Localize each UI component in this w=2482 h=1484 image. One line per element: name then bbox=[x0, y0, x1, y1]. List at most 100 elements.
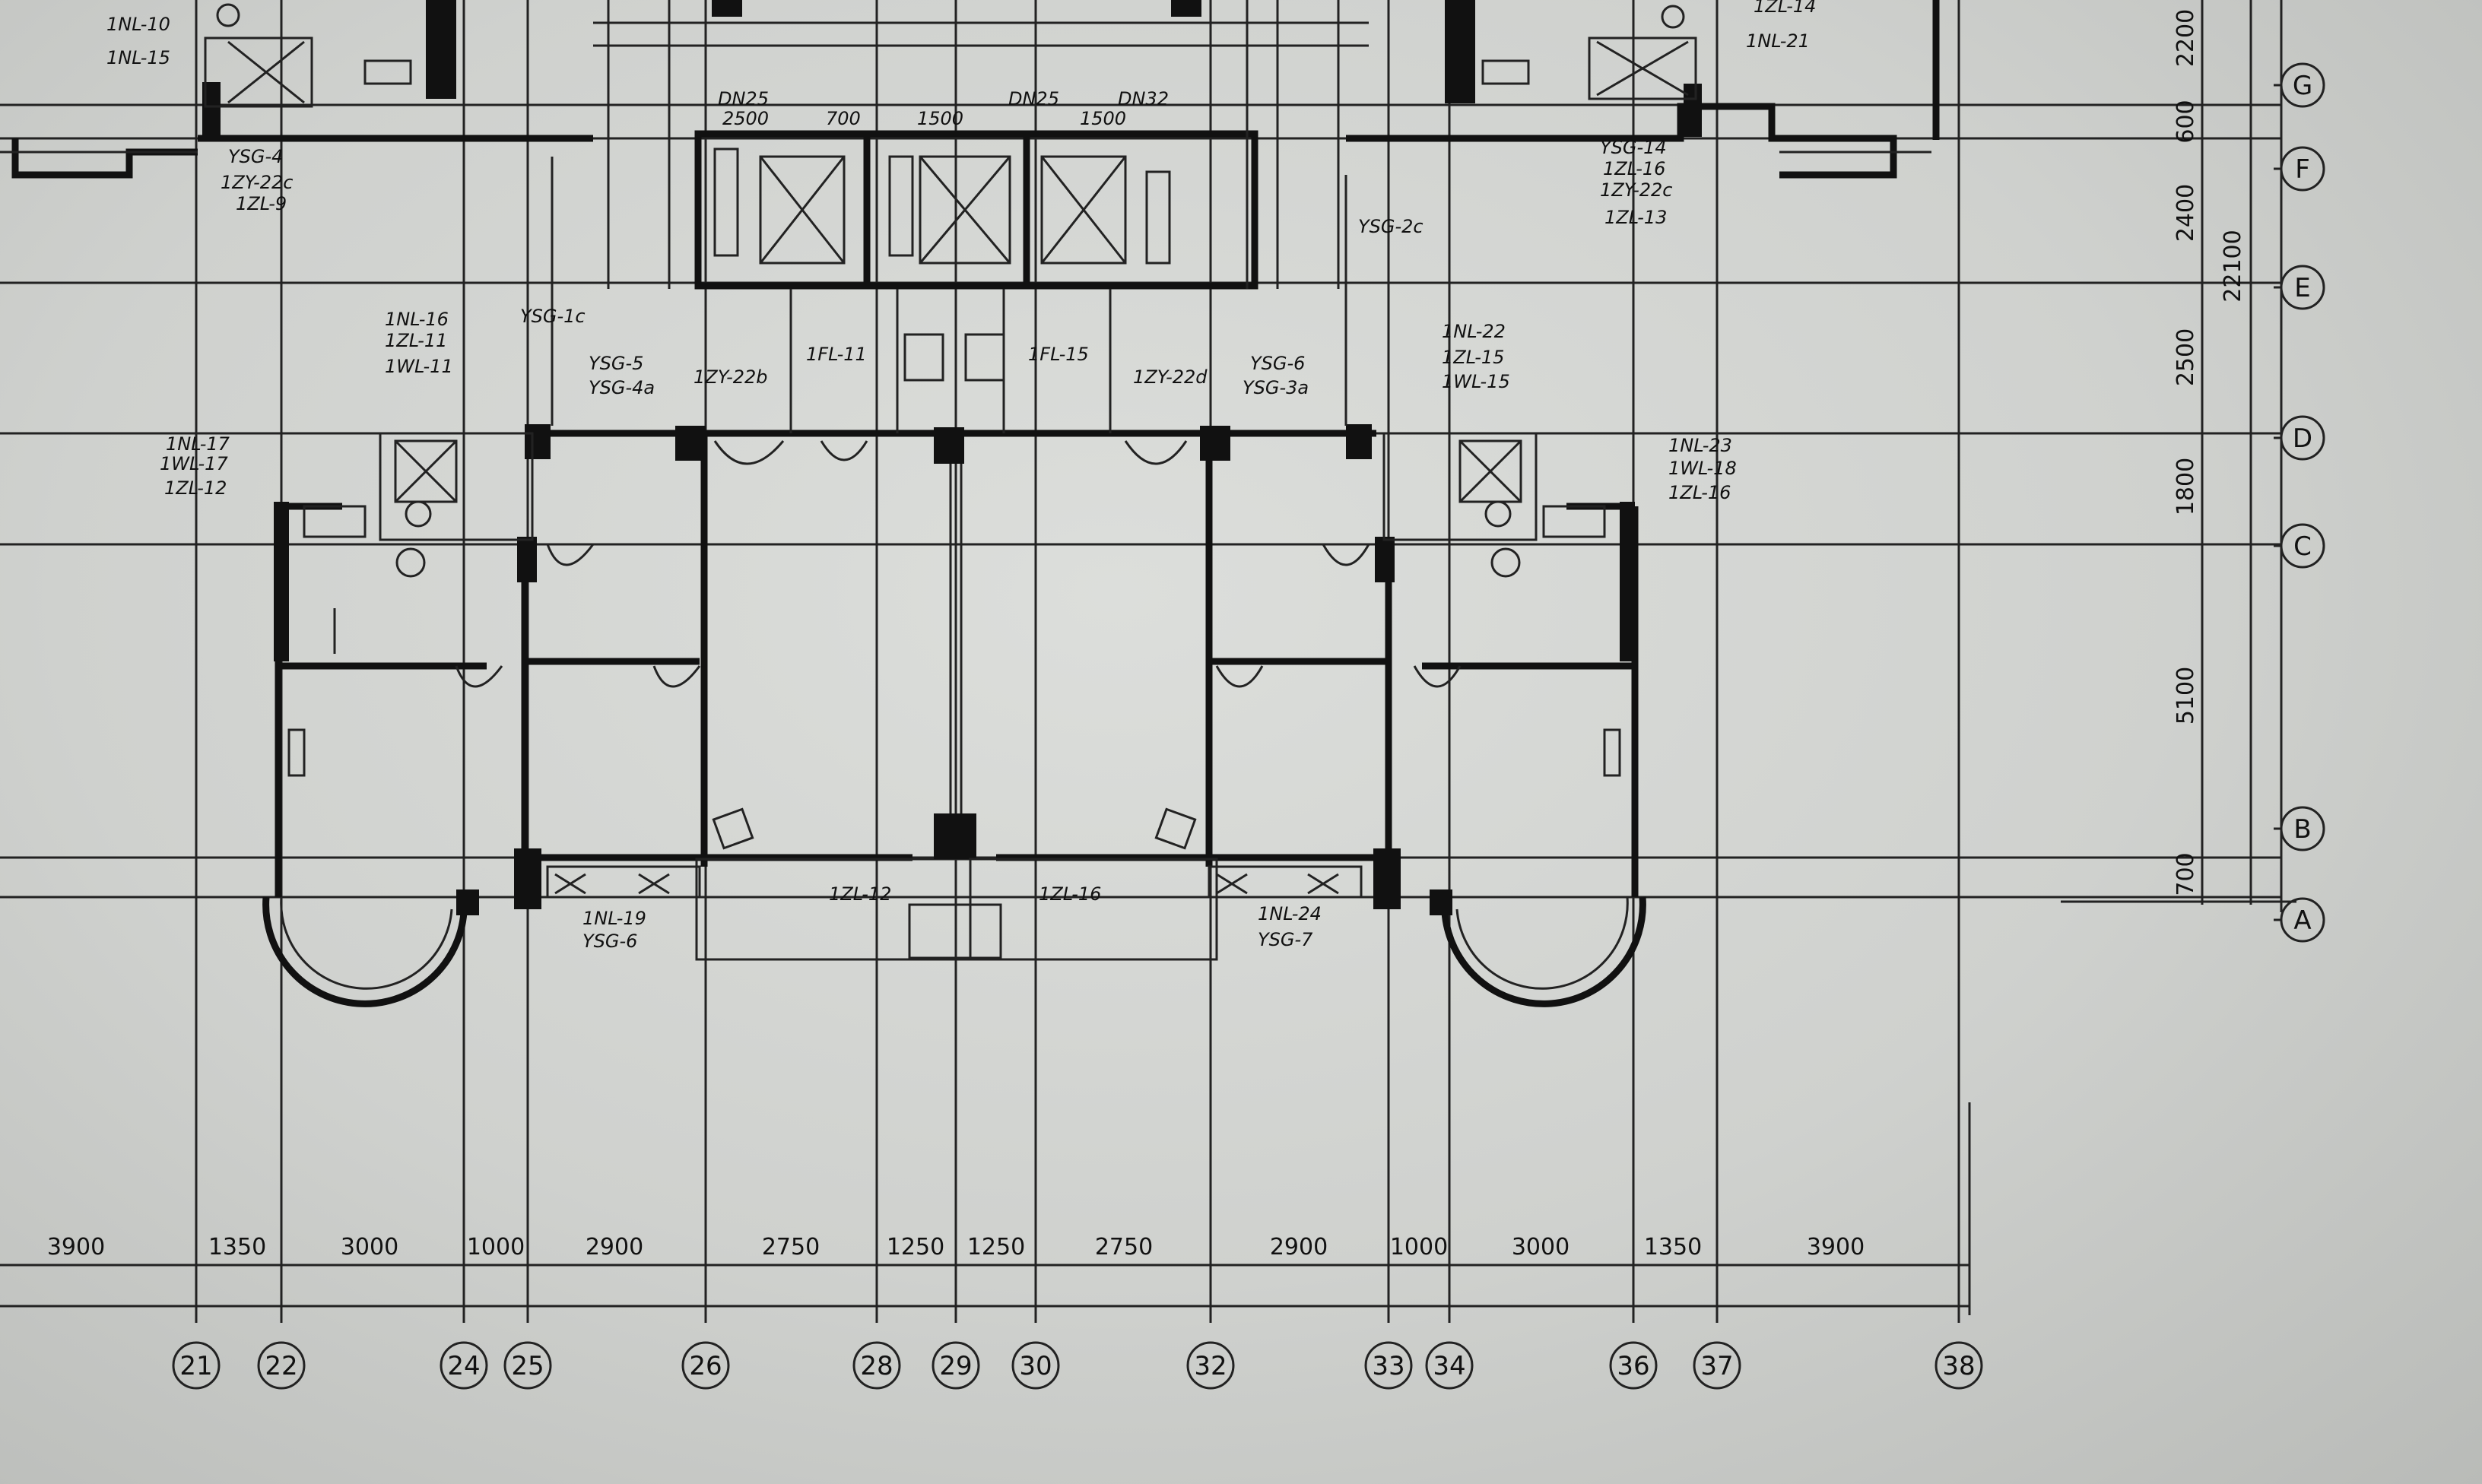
pipe-label: 1500 bbox=[1080, 108, 1126, 129]
dimension-label: 3000 bbox=[1512, 1234, 1570, 1260]
dimension-label: 1000 bbox=[467, 1234, 525, 1260]
axis-bubble bbox=[440, 1341, 488, 1390]
pipe-label: YSG-7 bbox=[1258, 929, 1313, 950]
axis-marker-36: 36 bbox=[1609, 1341, 1658, 1390]
dimension-label: 2400 bbox=[2173, 184, 2199, 242]
axis-label: C bbox=[2293, 531, 2312, 562]
axis-bubble bbox=[932, 1341, 980, 1390]
axis-label: 25 bbox=[511, 1351, 544, 1381]
axis-marker-A: A bbox=[2274, 897, 2325, 943]
axis-label: 26 bbox=[689, 1351, 722, 1381]
dimension-label: 5100 bbox=[2173, 667, 2199, 725]
axis-label: F bbox=[2295, 154, 2310, 185]
axis-marker-30: 30 bbox=[1011, 1341, 1060, 1390]
axis-label: 29 bbox=[939, 1351, 972, 1381]
pipe-label: YSG-1c bbox=[520, 306, 586, 327]
axis-label: 21 bbox=[179, 1351, 212, 1381]
dimension-label: 2500 bbox=[2173, 328, 2199, 386]
pipe-label: 1WL-15 bbox=[1442, 371, 1510, 392]
pipe-label: 1NL-23 bbox=[1668, 435, 1732, 456]
axis-marker-C: C bbox=[2274, 523, 2325, 569]
axis-marker-26: 26 bbox=[681, 1341, 730, 1390]
pipe-label: 1ZL-11 bbox=[385, 330, 447, 351]
axis-bubble bbox=[1364, 1341, 1413, 1390]
dimension-label: 2900 bbox=[586, 1234, 643, 1260]
axis-label: 33 bbox=[1372, 1351, 1404, 1381]
axis-bubble bbox=[1186, 1341, 1235, 1390]
pipe-label: 1NL-16 bbox=[385, 309, 449, 330]
pipe-label: 1ZL-14 bbox=[1754, 0, 1816, 17]
dimension-label: 2750 bbox=[762, 1234, 820, 1260]
axis-bubble bbox=[1609, 1341, 1658, 1390]
axis-bubble bbox=[257, 1341, 306, 1390]
pipe-label: DN25 bbox=[1008, 88, 1059, 109]
dimension-label: 2750 bbox=[1095, 1234, 1153, 1260]
axis-marker-F: F bbox=[2274, 146, 2325, 192]
dimension-label: 1250 bbox=[967, 1234, 1025, 1260]
axis-label: 24 bbox=[447, 1351, 480, 1381]
pipe-label: 2500 bbox=[722, 108, 769, 129]
pipe-label: 1ZY-22c bbox=[1600, 179, 1672, 201]
pipe-label: 1FL-15 bbox=[1028, 344, 1089, 365]
pipe-label: 1ZY-22b bbox=[694, 366, 768, 388]
pipe-label: 1ZL-12 bbox=[164, 477, 227, 499]
dimension-label: 1350 bbox=[208, 1234, 266, 1260]
axis-marker-D: D bbox=[2274, 415, 2325, 461]
dimension-label: 1800 bbox=[2173, 458, 2199, 515]
pipe-label: 1ZL-16 bbox=[1039, 883, 1101, 905]
pipe-label: 1NL-15 bbox=[106, 47, 170, 68]
pipe-label: DN25 bbox=[718, 88, 769, 109]
pipe-label: YSG-6 bbox=[582, 931, 637, 952]
axis-bubble bbox=[681, 1341, 730, 1390]
axis-label: B bbox=[2293, 814, 2311, 845]
pipe-label: 1NL-24 bbox=[1258, 903, 1322, 924]
pipe-label: 1WL-18 bbox=[1668, 458, 1737, 479]
pipe-label: 1NL-21 bbox=[1746, 30, 1810, 52]
axis-label: 36 bbox=[1617, 1351, 1649, 1381]
pipe-label: YSG-14 bbox=[1600, 137, 1667, 158]
axis-bubble bbox=[503, 1341, 552, 1390]
pipe-label: DN32 bbox=[1118, 88, 1169, 109]
lower-apartments bbox=[262, 432, 1646, 1007]
dimension-label: 3900 bbox=[47, 1234, 105, 1260]
axis-label: 34 bbox=[1433, 1351, 1465, 1381]
dimension-label: 2200 bbox=[2173, 9, 2199, 67]
pipe-label: 1ZL-16 bbox=[1603, 158, 1665, 179]
dimension-label: 3900 bbox=[1807, 1234, 1865, 1260]
pipe-labels: 1NL-101NL-15YSG-41ZY-22c1ZL-9YSG-1c1NL-1… bbox=[106, 0, 1816, 952]
axis-label: 28 bbox=[860, 1351, 893, 1381]
horizontal-grid-lines bbox=[0, 103, 2281, 899]
axis-marker-28: 28 bbox=[852, 1341, 901, 1390]
pipe-label: 700 bbox=[826, 108, 861, 129]
pipe-label: 1ZL-12 bbox=[829, 883, 891, 905]
pipe-label: YSG-4 bbox=[228, 146, 283, 167]
pipe-label: 1ZL-16 bbox=[1668, 482, 1731, 503]
axis-marker-E: E bbox=[2274, 265, 2325, 310]
axis-bubble bbox=[1425, 1341, 1474, 1390]
pipe-label: 1WL-11 bbox=[385, 356, 453, 377]
axis-marker-33: 33 bbox=[1364, 1341, 1413, 1390]
dimension-label: 3000 bbox=[341, 1234, 398, 1260]
pipe-label: 1NL-19 bbox=[582, 908, 646, 929]
axis-marker-34: 34 bbox=[1425, 1341, 1474, 1390]
pipe-label: 1ZL-13 bbox=[1604, 207, 1667, 228]
dimension-label: 700 bbox=[2173, 852, 2199, 896]
axis-label: 37 bbox=[1700, 1351, 1733, 1381]
pipe-label: 1500 bbox=[917, 108, 963, 129]
pipe-label: 1NL-17 bbox=[166, 433, 230, 455]
axis-label: 30 bbox=[1019, 1351, 1052, 1381]
axis-marker-22: 22 bbox=[257, 1341, 306, 1390]
axis-label: 32 bbox=[1194, 1351, 1227, 1381]
axis-bubble bbox=[1934, 1341, 1983, 1390]
pipe-label: YSG-5 bbox=[589, 353, 643, 374]
axis-bubble bbox=[1693, 1341, 1741, 1390]
dimension-label: 1000 bbox=[1390, 1234, 1448, 1260]
axis-label: A bbox=[2293, 905, 2311, 936]
axis-label: E bbox=[2294, 273, 2310, 303]
